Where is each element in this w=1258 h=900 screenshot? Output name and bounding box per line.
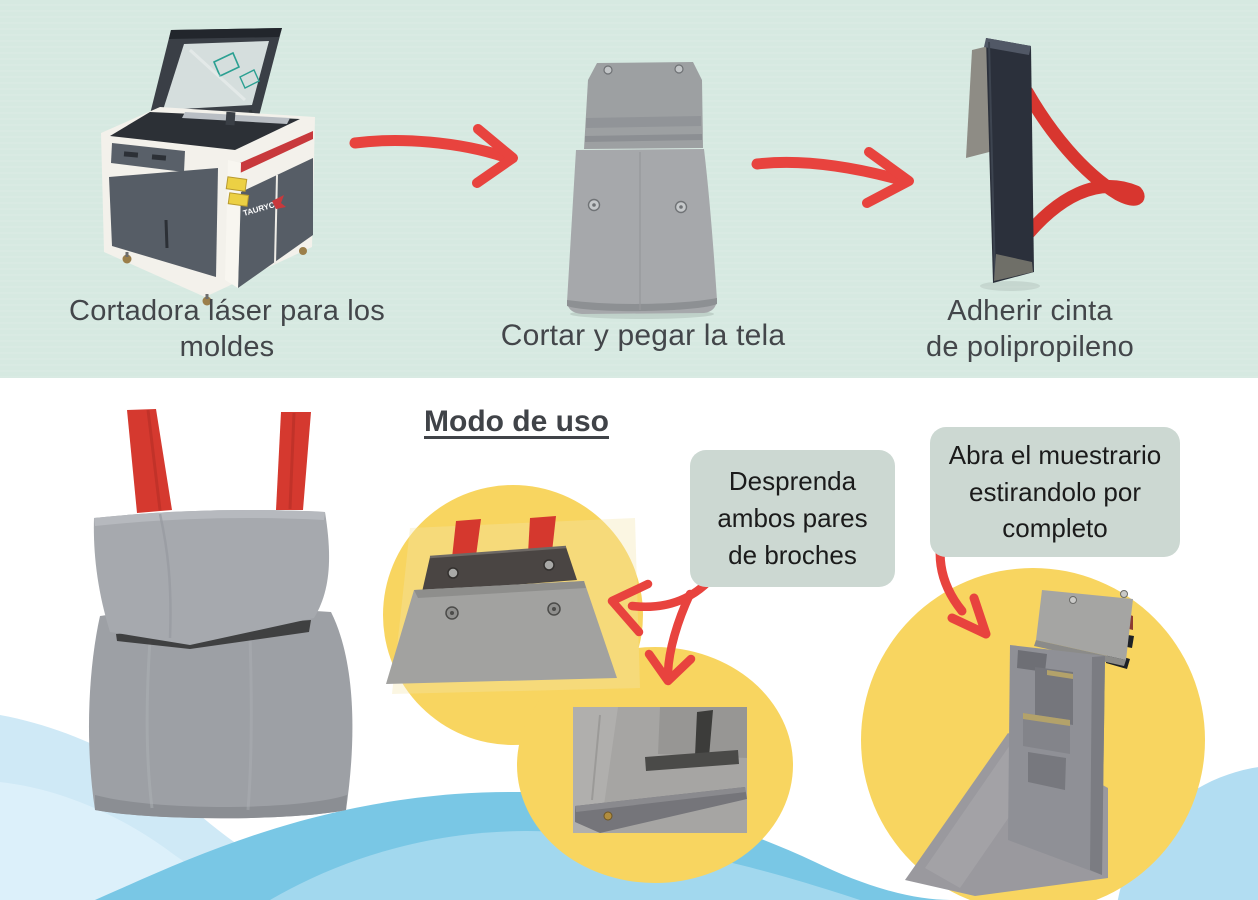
curved-arrow-right-icon (751, 147, 914, 208)
step-caption-adhere-tape: Adherir cinta de polipropileno (926, 295, 1134, 363)
callout-detach-snaps: Desprenda ambos pares de broches (690, 450, 895, 587)
step-caption-laser-cutter: Cortadora láser para los moldes (69, 295, 385, 363)
corner-open-detail-photo (573, 707, 747, 833)
callout-open-sample: Abra el muestrario estirandolo por compl… (930, 427, 1180, 557)
curved-arrow-right-icon (349, 124, 518, 188)
step-caption-cut-fabric: Cortar y pegar la tela (500, 319, 786, 352)
usage-title: Modo de uso (424, 405, 609, 438)
snaps-detail-photo (386, 516, 640, 694)
corner-wave (1117, 767, 1258, 900)
polypropylene-strip-photo (966, 38, 1145, 291)
laser-cutter-photo: TAURYC (101, 28, 315, 306)
cut-fabric-photo (567, 62, 717, 319)
gray-backpack-photo (88, 409, 353, 819)
sample-book-open-photo (905, 590, 1134, 896)
